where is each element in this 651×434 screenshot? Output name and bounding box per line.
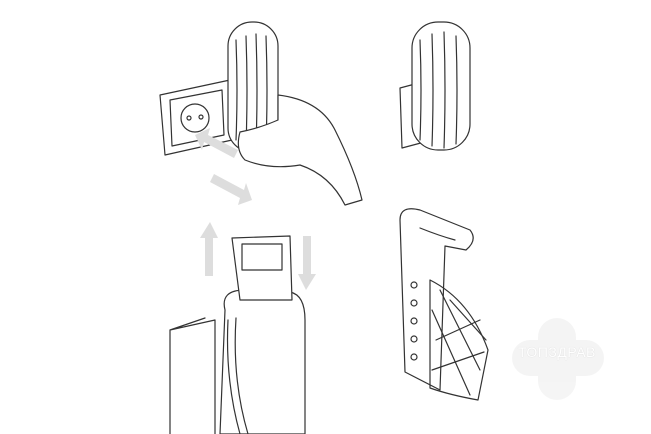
panel-mesh-bag xyxy=(399,208,489,401)
watermark-logo xyxy=(512,318,604,400)
panel-installed xyxy=(399,21,471,151)
panel-plug-in xyxy=(159,21,363,206)
panel-fold xyxy=(169,222,316,434)
watermark-text: ТОПЗДРАВ xyxy=(518,344,596,360)
